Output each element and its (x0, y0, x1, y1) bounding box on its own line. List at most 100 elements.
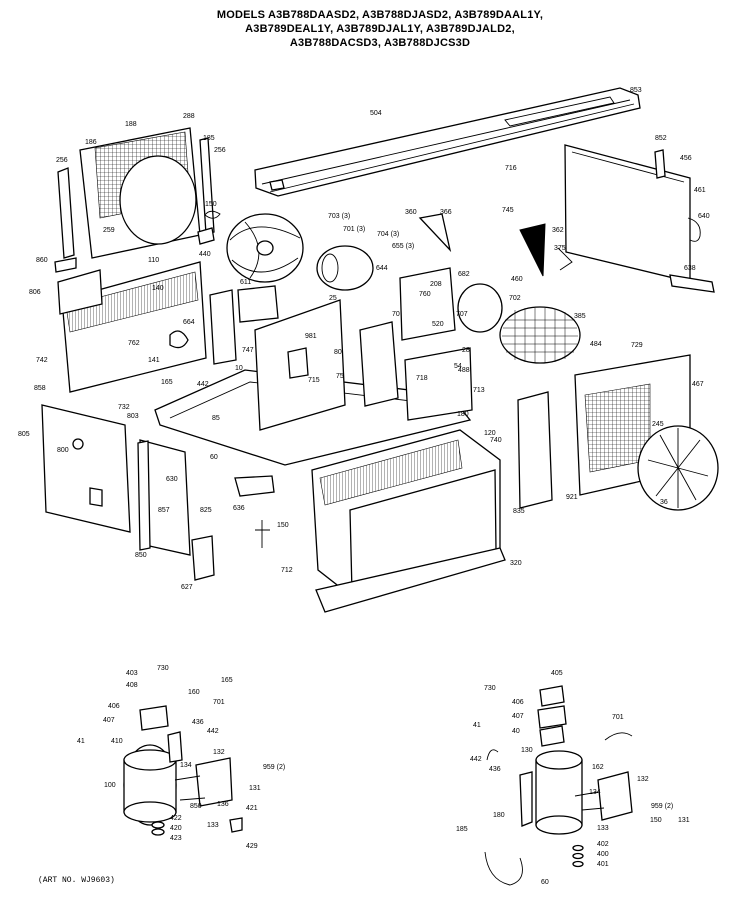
callout-r133: 133 (597, 825, 609, 832)
callout-c185: 185 (203, 135, 215, 142)
callout-l131: 131 (249, 785, 261, 792)
callout-l422: 422 (170, 815, 182, 822)
callout-c921: 921 (566, 494, 578, 501)
blower-housing-part (517, 354, 719, 511)
callout-c165: 165 (161, 379, 173, 386)
callout-c259: 259 (103, 227, 115, 234)
callout-c858: 858 (34, 385, 46, 392)
callout-r959: 959 (2) (651, 803, 673, 810)
callout-r185: 185 (456, 826, 468, 833)
callout-c120: 120 (484, 430, 496, 437)
callout-c366: 366 (440, 209, 452, 216)
callout-l160: 160 (188, 689, 200, 696)
callout-l408: 408 (126, 682, 138, 689)
callout-r41: 41 (473, 722, 481, 729)
callout-c718: 718 (416, 375, 428, 382)
callout-c762: 762 (128, 340, 140, 347)
callout-c860: 860 (36, 257, 48, 264)
callout-c707: 707 (456, 311, 468, 318)
callout-c682: 682 (458, 271, 470, 278)
callout-c636: 636 (233, 505, 245, 512)
right-side-panel-part (564, 144, 715, 293)
callout-c186: 186 (85, 139, 97, 146)
art-number: (ART NO. WJ9603) (38, 876, 115, 885)
callout-l132: 132 (213, 749, 225, 756)
callout-r162: 162 (592, 764, 604, 771)
callout-c10: 10 (235, 365, 243, 372)
condenser-fan-part (226, 213, 304, 283)
callout-l423: 423 (170, 835, 182, 842)
callout-c504: 504 (370, 110, 382, 117)
callout-c460: 460 (511, 276, 523, 283)
callout-r436: 436 (489, 766, 501, 773)
callout-c638: 638 (684, 265, 696, 272)
callout-c703: 703 (3) (328, 213, 350, 220)
callout-l165: 165 (221, 677, 233, 684)
callout-r402: 402 (597, 841, 609, 848)
callout-c640: 640 (698, 213, 710, 220)
callout-c362: 362 (552, 227, 564, 234)
callout-c440: 440 (199, 251, 211, 258)
callout-c806: 806 (29, 289, 41, 296)
callout-c150: 150 (205, 201, 217, 208)
callout-l406: 406 (108, 703, 120, 710)
front-partition-part (41, 404, 191, 556)
callout-c456: 456 (680, 155, 692, 162)
callout-c256b: 256 (214, 147, 226, 154)
callout-c853: 853 (630, 87, 642, 94)
callout-r180: 180 (493, 812, 505, 819)
callout-c520: 520 (432, 321, 444, 328)
callout-c981: 981 (305, 333, 317, 340)
callout-c747: 747 (242, 347, 254, 354)
callout-c28: 28 (462, 347, 470, 354)
callout-l41: 41 (77, 738, 85, 745)
callout-l100: 100 (104, 782, 116, 789)
models-title-line-1: MODELS A3B788DAASD2, A3B788DJASD2, A3B78… (216, 9, 544, 21)
callout-r150: 150 (650, 817, 662, 824)
callout-r400: 400 (597, 851, 609, 858)
callout-l421: 421 (246, 805, 258, 812)
callout-c80: 80 (334, 349, 342, 356)
callout-r406: 406 (512, 699, 524, 706)
callout-c141: 141 (148, 357, 160, 364)
callout-c740: 740 (490, 437, 502, 444)
callout-c385: 385 (574, 313, 586, 320)
callout-r131: 131 (678, 817, 690, 824)
callout-c627: 627 (181, 584, 193, 591)
models-title-line-2: A3B789DEAL1Y, A3B789DJAL1Y, A3B789DJALD2… (245, 23, 515, 35)
evaporator-coil-part (311, 429, 506, 613)
callout-c713: 713 (473, 387, 485, 394)
callout-c712: 712 (281, 567, 293, 574)
callout-l407: 407 (103, 717, 115, 724)
callout-c715: 715 (308, 377, 320, 384)
callout-c760: 760 (419, 291, 431, 298)
left-mesh-panel-part (57, 127, 215, 259)
blower-wheel-part (457, 283, 581, 364)
callout-r701: 701 (612, 714, 624, 721)
callout-l403: 403 (126, 670, 138, 677)
callout-c375: 375 (554, 245, 566, 252)
center-bracket-part (169, 210, 573, 581)
callout-l133: 133 (207, 822, 219, 829)
callout-r134: 134 (589, 789, 601, 796)
callout-c180: 180 (457, 411, 469, 418)
callout-c805: 805 (18, 431, 30, 438)
callout-l701: 701 (213, 699, 225, 706)
callout-c245: 245 (652, 421, 664, 428)
callout-c320: 320 (510, 560, 522, 567)
callout-c729: 729 (631, 342, 643, 349)
callout-c716: 716 (505, 165, 517, 172)
callout-l429: 429 (246, 843, 258, 850)
callout-r40: 40 (512, 728, 520, 735)
callout-c701: 701 (3) (343, 226, 365, 233)
callout-l136: 136 (217, 801, 229, 808)
callout-c803: 803 (127, 413, 139, 420)
fan-motor-part (316, 245, 374, 291)
callout-c208: 208 (430, 281, 442, 288)
callout-c442: 442 (197, 381, 209, 388)
callout-c825: 825 (200, 507, 212, 514)
callout-l959: 959 (2) (263, 764, 285, 771)
callout-r60: 60 (541, 879, 549, 886)
callout-r130: 130 (521, 747, 533, 754)
callout-r407: 407 (512, 713, 524, 720)
